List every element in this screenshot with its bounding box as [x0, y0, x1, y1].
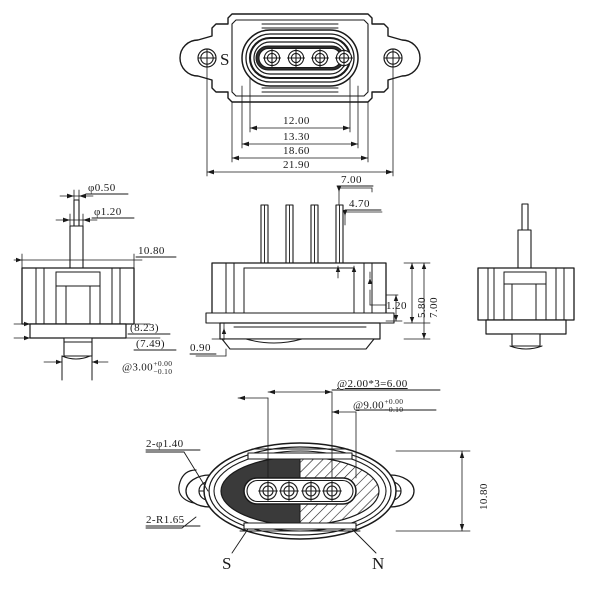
dim-7-49: (7.49)	[136, 338, 165, 350]
bottom-view	[145, 389, 471, 554]
dim-10-80-left: 10.80	[138, 245, 165, 257]
dim-13-30: 13.30	[283, 131, 310, 143]
dim-0-90: 0.90	[190, 342, 211, 354]
right-side-view	[477, 203, 575, 350]
top-view	[179, 13, 421, 177]
dim-1-20: 1.20	[386, 300, 407, 312]
dim-12-00: 12.00	[283, 115, 310, 127]
dim-10-80-vertical: 10.80	[478, 483, 490, 510]
tolerance-upper: +0.00	[153, 359, 173, 368]
front-section-view	[189, 185, 431, 357]
bottom-view-pole-s-label: S	[222, 554, 232, 573]
tolerance-prefix-9: @9.00	[353, 399, 384, 412]
dim-8-23: (8.23)	[130, 322, 159, 334]
dim-7-00-top: 7.00	[341, 174, 362, 186]
tolerance-prefix: @3.00	[122, 361, 153, 374]
note-2-dia-1-40: 2-φ1.40	[146, 438, 184, 450]
dim-9-00-tolerance: @9.00 +0.00 −0.10	[353, 398, 403, 414]
tolerance-upper-9: +0.00	[384, 397, 404, 406]
dim-dia-0-50: φ0.50	[88, 182, 116, 194]
bottom-view-pole-n-label: N	[372, 554, 385, 573]
top-view-pole-label: S	[220, 50, 230, 69]
dim-pitch: @2.00*3=6.00	[337, 378, 408, 390]
left-side-view	[13, 189, 177, 381]
note-2-r1-65: 2-R1.65	[146, 514, 185, 526]
tolerance-lower: −0.10	[153, 367, 173, 376]
dim-7-00-right: 7.00	[428, 297, 440, 318]
dim-5-80: 5.80	[416, 297, 428, 318]
dim-3-00-tolerance: @3.00 +0.00 −0.10	[122, 360, 172, 376]
tolerance-lower-9: −0.10	[384, 405, 404, 414]
dim-dia-1-20: φ1.20	[94, 206, 122, 218]
dim-21-90: 21.90	[283, 159, 310, 171]
dim-18-60: 18.60	[283, 145, 310, 157]
dim-4-70: 4.70	[349, 198, 370, 210]
